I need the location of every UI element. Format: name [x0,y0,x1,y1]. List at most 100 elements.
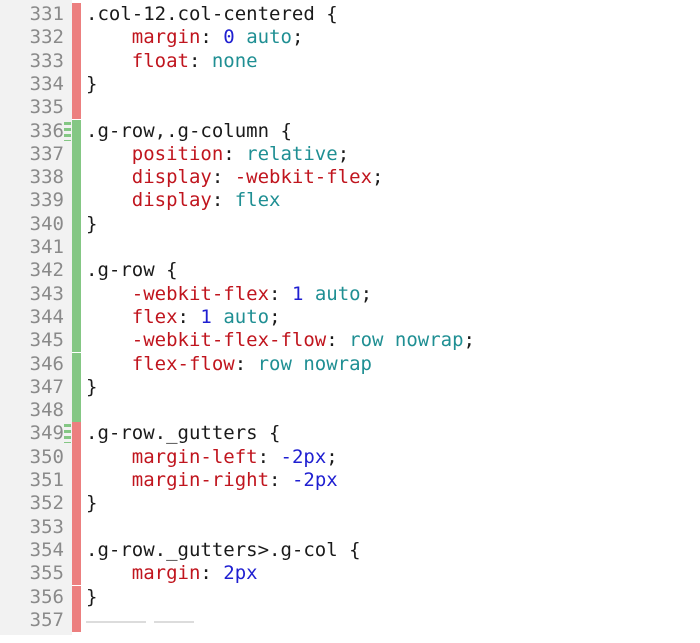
code-token: } [86,585,98,608]
code-text: .g-row { [86,259,178,282]
code-token: -webkit-flex [131,282,270,305]
line-number: 351 [29,469,64,491]
line-number: 348 [29,399,64,422]
line-number: 356 [29,585,64,608]
code-token: display [131,166,212,189]
code-token: 1 [291,282,304,305]
code-token: : [269,282,292,305]
code-line[interactable]: 332 margin: 0 auto; [0,26,700,50]
removed-change-bar [72,3,81,27]
code-token [86,306,132,328]
code-line[interactable]: 338 display: -webkit-flex; [0,166,700,190]
code-token [86,166,132,188]
code-token: : [188,49,212,72]
code-line[interactable]: 353 [0,515,700,539]
code-line[interactable]: 335 [0,96,700,120]
code-token: auto [314,282,361,305]
added-change-bar [72,329,81,353]
code-line[interactable]: 339 display: flex [0,189,700,213]
code-text: .g-row._gutters { [86,422,280,445]
code-line[interactable]: 340} [0,212,700,236]
code-line[interactable]: 354.g-row._gutters>.g-col { [0,538,700,563]
code-line[interactable]: 344 flex: 1 auto; [0,305,700,330]
code-text: } [86,213,97,236]
code-line[interactable]: 334} [0,72,700,97]
code-token [86,50,132,72]
removed-change-bar [72,445,81,469]
code-line[interactable]: 331.col-12.col-centered { [0,3,700,27]
code-line[interactable]: 352} [0,492,700,516]
code-token: : [223,142,247,165]
line-number: 341 [29,236,64,258]
code-text: } [86,376,97,399]
line-number: 340 [29,212,64,235]
code-token: 2px [223,562,258,585]
code-line[interactable]: 341 [0,236,700,260]
code-text: .g-row,.g-column { [86,120,292,143]
code-line[interactable]: 356} [0,585,700,609]
removed-change-bar [72,469,81,493]
partial-next-line [86,621,316,635]
change-marker [64,424,71,444]
code-line[interactable]: 350 margin-left: -2px; [0,445,700,469]
line-number: 334 [29,72,64,95]
line-number: 336 [29,119,64,142]
code-line[interactable]: 346 flex-flow: row nowrap [0,352,700,376]
line-number: 338 [29,166,64,189]
code-token: ; [269,305,281,328]
code-line[interactable]: 348 [0,399,700,423]
code-line[interactable]: 345 -webkit-flex-flow: row nowrap; [0,329,700,353]
code-line[interactable]: 355 margin: 2px [0,562,700,586]
code-token: flex [131,305,178,328]
code-token [86,283,132,305]
code-token: ; [326,445,338,468]
code-text: position: relative; [86,143,349,166]
added-change-bar [72,305,81,330]
removed-change-bar [72,562,81,586]
code-token: : [211,166,235,189]
code-token: 1 [200,305,212,328]
removed-change-bar [72,72,81,97]
code-token: : [234,352,258,375]
code-token: } [86,492,98,515]
code-token [86,446,132,468]
line-number-gutter [0,0,72,635]
code-token: row nowrap [257,352,372,375]
code-token: : [211,189,235,212]
code-line[interactable]: 357 [0,608,700,633]
line-number: 357 [29,608,64,631]
code-token: margin-left [131,445,258,468]
code-text: flex-flow: row nowrap [86,353,372,376]
code-token [212,306,223,328]
code-text: margin: 2px [86,562,258,585]
line-number: 344 [29,305,64,328]
code-line[interactable]: 351 margin-right: -2px [0,469,700,493]
code-line[interactable]: 337 position: relative; [0,142,700,167]
line-number: 354 [29,538,64,561]
code-token: -webkit-flex-flow [131,329,327,352]
code-line[interactable]: 342 .g-row { [0,259,700,283]
code-token: ; [291,26,304,49]
code-line[interactable]: 333 float: none [0,49,700,73]
code-token: ; [360,282,373,305]
code-text: display: flex [86,189,281,212]
line-number: 342 [29,259,64,282]
line-number: 350 [29,445,64,468]
added-change-bar [72,352,81,376]
code-line[interactable]: 347} [0,375,700,400]
code-token: auto [223,305,270,328]
code-token [303,283,314,305]
code-token: } [86,375,98,398]
code-line[interactable]: 343 -webkit-flex: 1 auto; [0,282,700,306]
code-token: : [269,469,292,491]
code-token [86,26,132,48]
code-text: margin-left: -2px; [86,446,338,469]
code-token: position [131,142,224,165]
removed-change-bar [72,608,81,633]
code-line[interactable]: 336 .g-row,.g-column { [0,119,700,143]
code-token [235,26,246,48]
code-token: -webkit-flex [234,166,373,189]
code-line[interactable]: 349.g-row._gutters { [0,422,700,446]
line-number: 335 [29,96,64,119]
